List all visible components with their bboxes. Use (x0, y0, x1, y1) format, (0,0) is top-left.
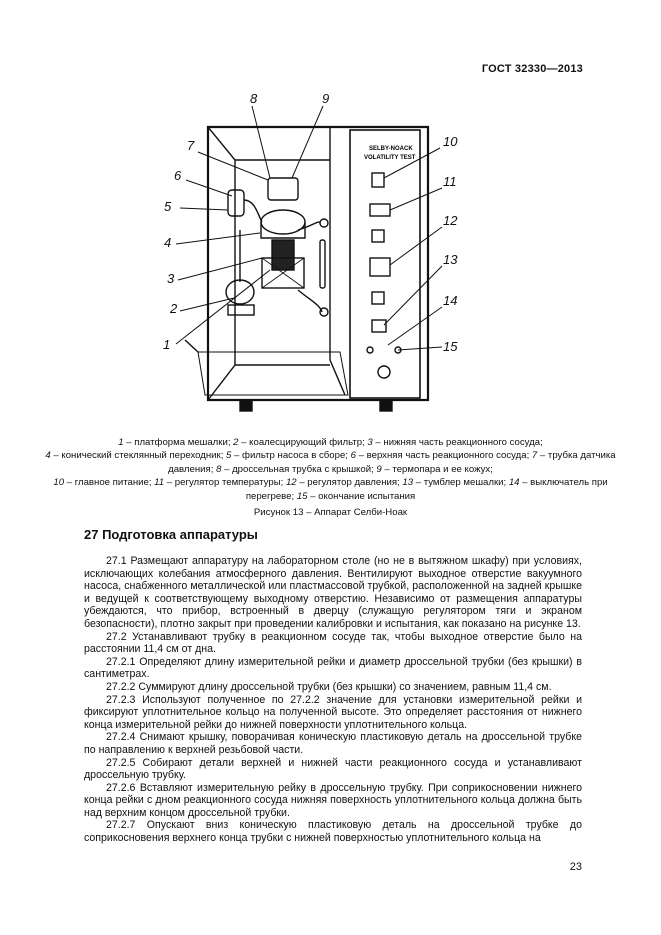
panel-title-2: VOLATILITY TEST (364, 155, 416, 161)
page-number: 23 (569, 861, 582, 873)
paragraph: 27.2.7 Опускают вниз коническую пластико… (84, 819, 582, 845)
figure-caption: 1 – платформа мешалки; 2 – коалесцирующи… (40, 436, 621, 503)
callout-3: 3 (167, 271, 175, 286)
caption-num: 8 (216, 463, 222, 475)
callout-13: 13 (443, 252, 458, 267)
callout-12: 12 (443, 213, 458, 228)
callout-2: 2 (169, 301, 178, 316)
paragraph: 27.2.3 Используют полученное по 27.2.2 з… (84, 693, 582, 731)
paragraph: 27.1 Размещают аппаратуру на лабораторно… (84, 555, 582, 630)
caption-num: 13 (402, 477, 414, 489)
document-header: ГОСТ 32330—2013 (481, 63, 583, 75)
paragraph: 27.2.1 Определяют длину измерительной ре… (84, 655, 582, 681)
caption-num: 5 (226, 450, 232, 462)
callout-7: 7 (187, 138, 195, 153)
caption-text: – верхняя часть реакционного сосуда; (355, 450, 532, 462)
caption-text: – конический стеклянный переходник; (50, 450, 227, 462)
section-title: 27 Подготовка аппаратуры (84, 527, 258, 542)
callout-11: 11 (443, 174, 457, 189)
callout-10: 10 (443, 134, 458, 149)
apparatus-figure: SELBY-NOACK VOLATILITY TEST 8 9 7 6 5 4 … (163, 91, 458, 412)
callout-6: 6 (174, 168, 182, 183)
caption-text: – трубка датчика давления; (168, 450, 616, 475)
caption-num: 6 (350, 450, 356, 462)
callout-9: 9 (322, 91, 329, 106)
caption-text: – тумблер мешалки; (413, 477, 509, 489)
caption-text: – регулятор давления; (296, 477, 403, 489)
caption-text: – окончание испытания (307, 490, 416, 502)
caption-text: – дроссельная трубка с крышкой; (221, 463, 377, 475)
caption-num: 2 (233, 437, 239, 448)
panel-title-1: SELBY-NOACK (369, 146, 413, 152)
paragraph: 27.2.6 Вставляют измерительную рейку в д… (84, 781, 582, 819)
caption-text: – нижняя часть реакционного сосуда; (372, 437, 543, 448)
caption-text: – коалесцирующий фильтр; (238, 437, 368, 448)
callout-15: 15 (443, 339, 458, 354)
caption-num: 11 (154, 477, 165, 489)
paragraph: 27.2.5 Собирают детали верхней и нижней … (84, 756, 582, 782)
caption-text: – платформа мешалки; (123, 437, 234, 448)
callout-14: 14 (443, 293, 457, 308)
callout-8: 8 (250, 91, 258, 106)
callout-4: 4 (164, 235, 171, 250)
callout-1: 1 (163, 337, 170, 352)
caption-text: – регулятор температуры; (164, 477, 286, 489)
caption-num: 12 (285, 477, 297, 489)
body-text: 27.1 Размещают аппаратуру на лабораторно… (84, 555, 582, 845)
caption-num: 15 (296, 490, 308, 502)
caption-text: – главное питание; (64, 477, 155, 489)
paragraph: 27.2.4 Снимают крышку, поворачивая конич… (84, 731, 582, 756)
caption-num: 10 (53, 477, 65, 489)
caption-num: 3 (367, 437, 373, 448)
callout-5: 5 (164, 199, 172, 214)
caption-text: – фильтр насоса в сборе; (231, 450, 351, 462)
paragraph: 27.2 Устанавливают трубку в реакционном … (84, 630, 582, 656)
caption-num: 7 (531, 450, 538, 462)
figure-title: Рисунок 13 – Аппарат Селби-Ноак (253, 507, 408, 518)
caption-num: 4 (45, 450, 51, 462)
caption-num: 1 (118, 437, 124, 448)
caption-text: – термопара и ее кожух; (381, 463, 493, 475)
caption-num: 9 (376, 463, 382, 475)
caption-num: 14 (508, 477, 520, 489)
paragraph: 27.2.2 Суммируют длину дроссельной трубк… (106, 680, 552, 693)
caption-text: – выключатель при перегреве; (245, 477, 608, 502)
